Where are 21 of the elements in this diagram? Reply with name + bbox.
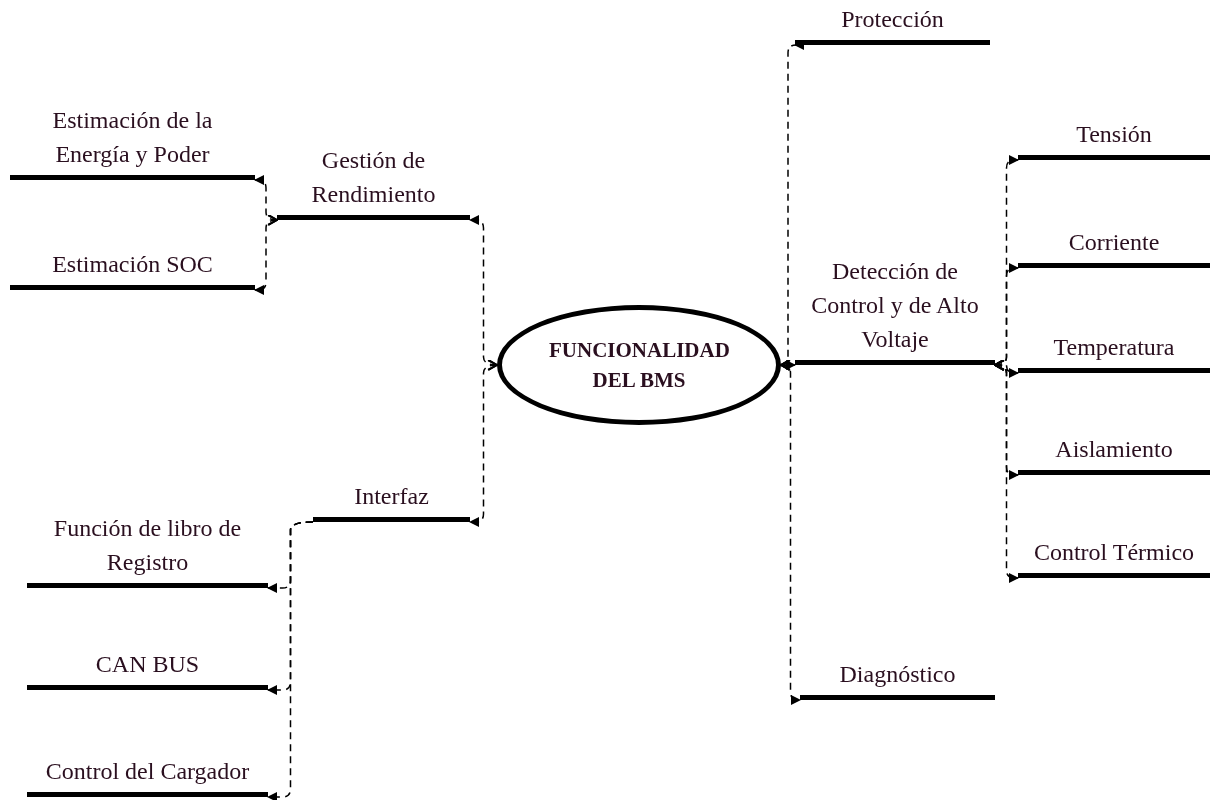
- topic-label: Detección de Control y de Alto Voltaje: [810, 257, 980, 354]
- dashed-arrow: [994, 359, 1019, 583]
- dashed-arrow: [254, 214, 278, 295]
- topic-label: Control Térmico: [1032, 538, 1196, 567]
- topic-label: Gestión de Rendimiento: [310, 146, 437, 209]
- topic-label: Estimación de la Energía y Poder: [51, 106, 214, 169]
- topic-label: Corriente: [1067, 228, 1161, 257]
- topic-label: Diagnóstico: [838, 660, 957, 689]
- topic-label: CAN BUS: [94, 650, 201, 679]
- topic-label: Control del Cargador: [44, 757, 251, 786]
- topic-label: Aislamiento: [1054, 435, 1174, 464]
- center-title: FUNCIONALIDAD DEL BMS: [549, 337, 729, 394]
- dashed-arrow: [267, 521, 314, 800]
- dashed-arrow: [780, 359, 801, 705]
- topic-label: Tensión: [1075, 120, 1153, 149]
- topic-label: Estimación SOC: [51, 250, 214, 279]
- topic-label: Temperatura: [1052, 333, 1176, 362]
- topic-label: Función de libro de Registro: [52, 514, 243, 577]
- dashed-arrow: [469, 359, 498, 527]
- topic-label: Interfaz: [353, 482, 430, 511]
- topic-label: Protección: [840, 5, 945, 34]
